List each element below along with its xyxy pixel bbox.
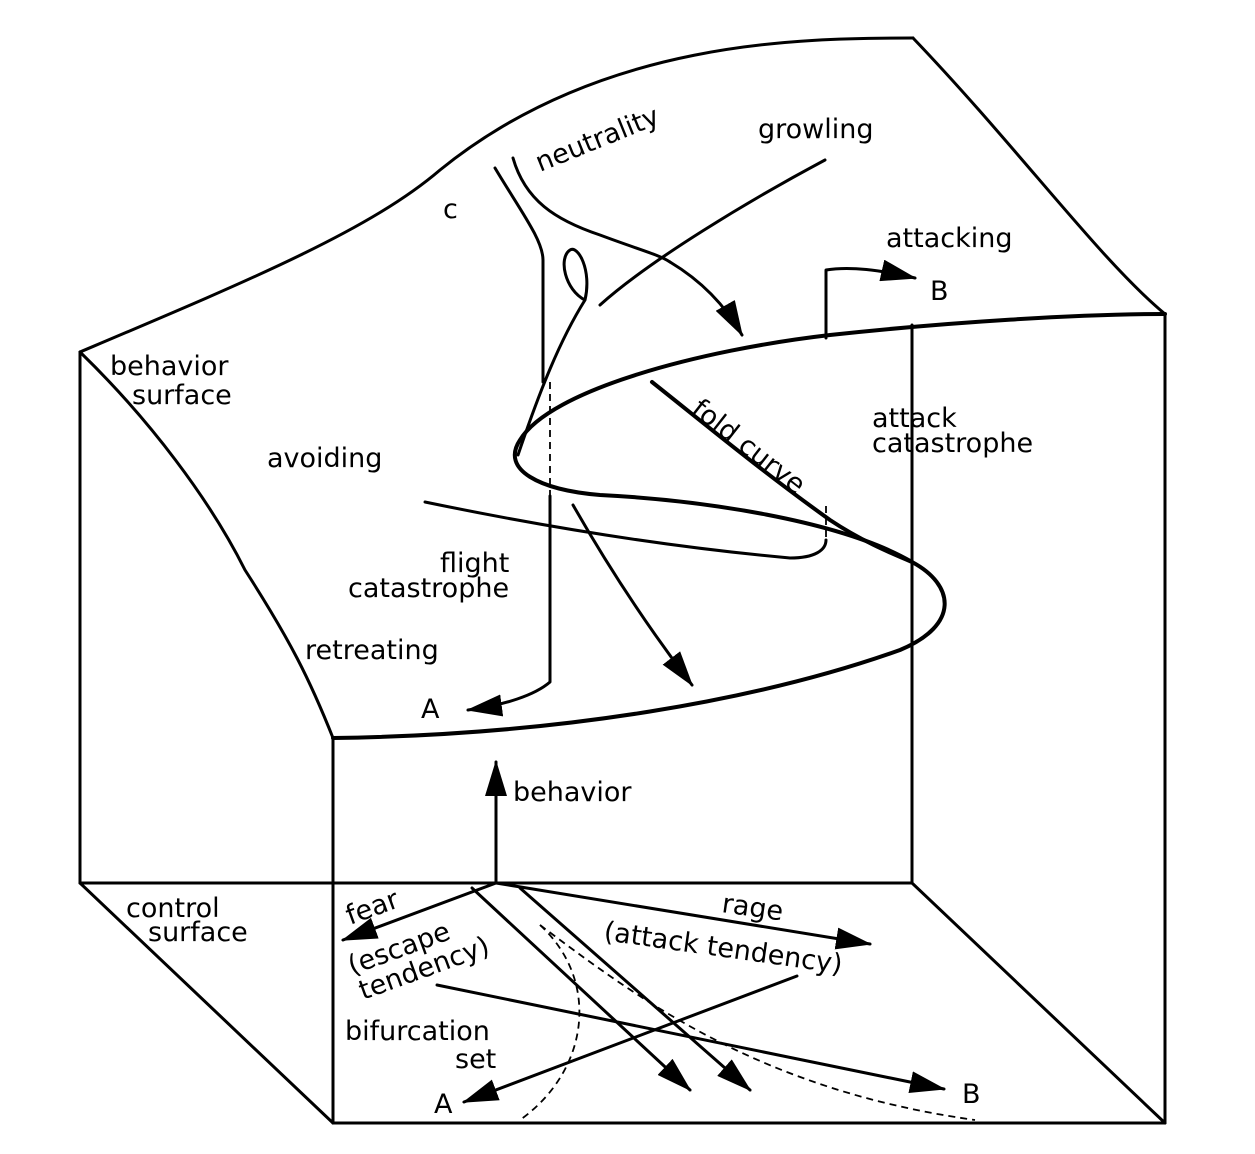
label-neutrality: neutrality (531, 101, 664, 179)
label-c: c (443, 194, 458, 225)
fold-front-edge (331, 312, 1167, 740)
label-attacking: attacking (886, 223, 1013, 254)
neutrality-arrow (668, 260, 744, 337)
flight-path (466, 494, 552, 717)
label-flight-catastrophe-1: flight (440, 548, 509, 579)
label-control-surface-1: control (126, 893, 220, 924)
label-b-bottom: B (962, 1079, 981, 1110)
label-growling: growling (758, 114, 874, 145)
bifurcation-dash-right (539, 924, 976, 1121)
labels: neutrality growling c attacking B behavi… (110, 101, 1033, 1120)
middle-arrow (571, 503, 694, 687)
label-avoiding: avoiding (267, 443, 382, 474)
label-fold-curve: fold curve (686, 393, 811, 500)
top-right-edge (911, 36, 1167, 316)
control-line-ab (435, 983, 946, 1093)
growling-path (598, 158, 827, 307)
cusp-right-branch (511, 156, 672, 264)
label-bifurcation-set-2: set (455, 1044, 496, 1075)
bifurcation-dash-left (519, 924, 581, 1121)
label-behavior-surface-2: surface (132, 380, 232, 411)
label-behavior-axis: behavior (513, 777, 632, 808)
label-behavior-surface-1: behavior (110, 351, 229, 382)
label-a-top: A (421, 694, 440, 725)
cusp-left-branch (493, 166, 545, 384)
top-left-edge (78, 350, 335, 740)
control-surface (341, 881, 976, 1121)
label-attack-tendency: (attack tendency) (602, 916, 844, 980)
label-attack-catastrophe-2: catastrophe (872, 428, 1033, 459)
box-frame (78, 36, 1167, 1125)
avoiding-path (423, 500, 828, 560)
control-line-1 (470, 886, 692, 1092)
fold-curve-line (650, 380, 914, 564)
label-fear: fear (342, 884, 404, 932)
label-control-surface-2: surface (148, 917, 248, 948)
cusp-loop (516, 247, 589, 457)
behavior-surface-fold (331, 156, 1167, 740)
attack-path-vertical (824, 259, 917, 340)
label-bifurcation-set-1: bifurcation (345, 1016, 490, 1047)
top-back-edge (78, 36, 915, 354)
label-b-top: B (930, 276, 949, 307)
label-retreating: retreating (305, 635, 439, 666)
fear-axis (341, 881, 498, 942)
bottom-left-diagonal (78, 881, 335, 1125)
bottom-right-diagonal (910, 881, 1167, 1125)
label-flight-catastrophe-2: catastrophe (348, 573, 509, 604)
label-attack-catastrophe-1: attack (872, 403, 957, 434)
label-a-bottom: A (434, 1089, 453, 1120)
control-line-ba (462, 974, 799, 1104)
rage-axis (494, 881, 872, 950)
control-line-2 (518, 886, 752, 1092)
